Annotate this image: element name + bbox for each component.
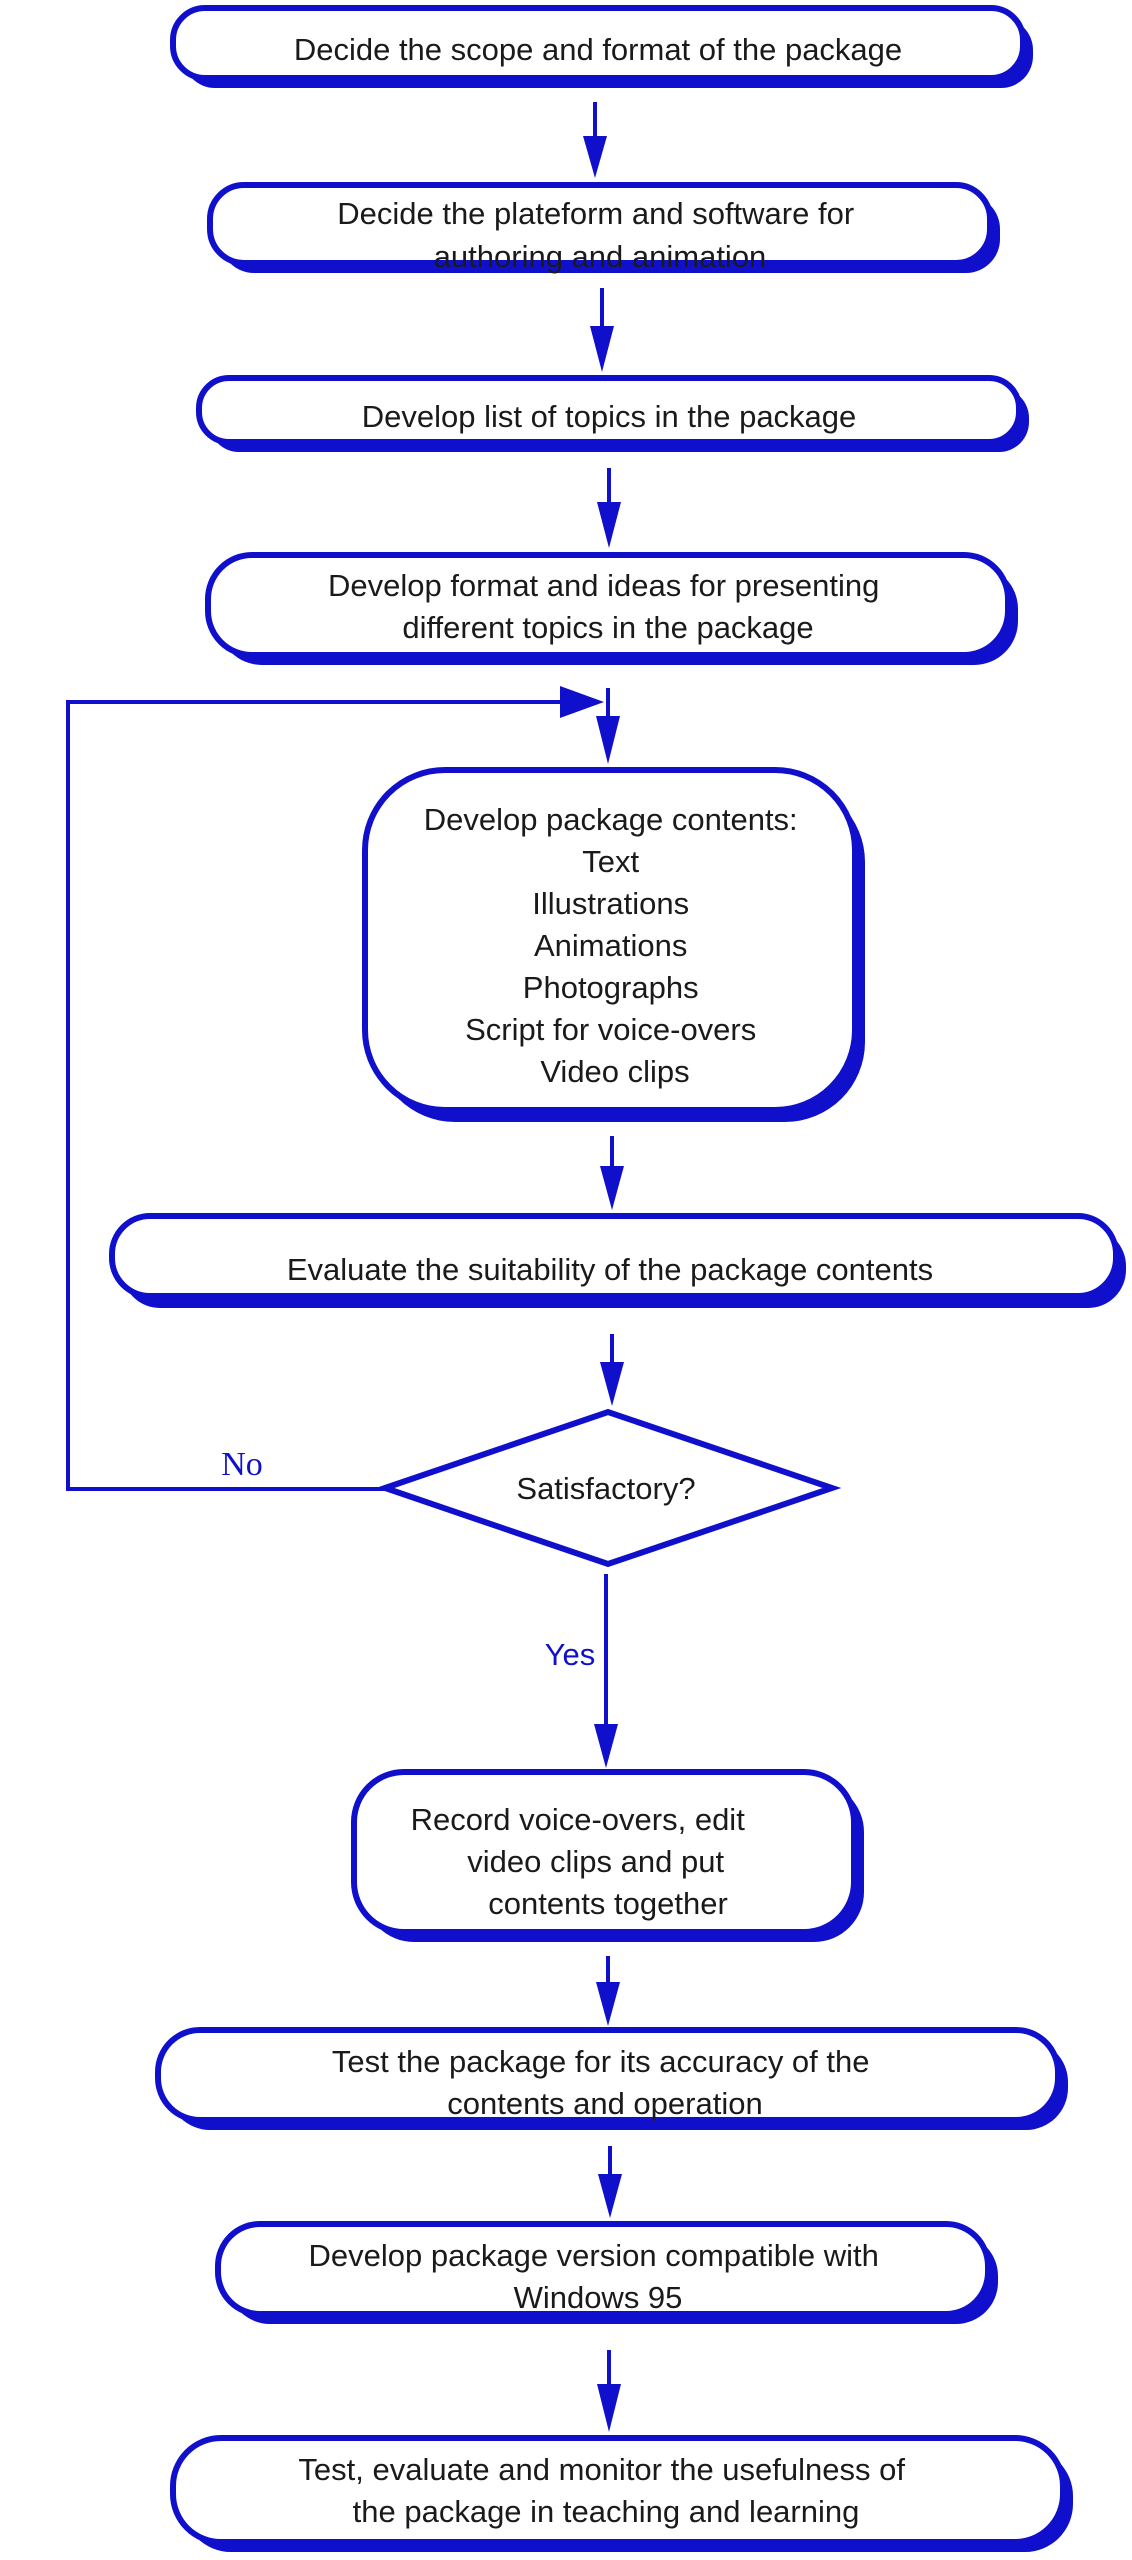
step-decide-scope: Decide the scope and format of the packa… (170, 5, 1033, 88)
connector-1-2 (583, 102, 607, 178)
edge-label-yes: Yes (545, 1637, 596, 1672)
step-windows-version: Develop package version compatible with … (215, 2221, 998, 2324)
connector-7-8 (596, 1956, 620, 2026)
connector-decision-7-yes (594, 1574, 618, 1768)
step-format-ideas: Develop format and ideas for presenting … (205, 552, 1018, 665)
step-test-accuracy: Test the package for its accuracy of the… (155, 2027, 1068, 2130)
connector-8-9 (598, 2146, 622, 2218)
connector-decision-no-loop (66, 686, 604, 1491)
step-label: Test, evaluate and monitor the usefulnes… (298, 2452, 913, 2529)
step-label: Test the package for its accuracy of the… (332, 2044, 878, 2121)
step-label: Decide the scope and format of the packa… (294, 32, 902, 67)
step-label: Develop package contents: Text Illustrat… (424, 802, 807, 1089)
step-label: Develop format and ideas for presenting … (328, 568, 888, 645)
connector-3-4 (597, 468, 621, 548)
connector-9-10 (597, 2350, 621, 2432)
step-topics-list: Develop list of topics in the package (196, 375, 1029, 452)
connector-5-6 (600, 1136, 624, 1210)
connector-4-5 (596, 688, 620, 764)
step-package-contents: Develop package contents: Text Illustrat… (362, 767, 865, 1122)
step-record-voiceovers: Record voice-overs, edit video clips and… (351, 1769, 864, 1942)
decision-satisfactory: Satisfactory? (375, 1408, 842, 1568)
step-label: Record voice-overs, edit video clips and… (411, 1802, 754, 1921)
connector-6-decision (600, 1334, 624, 1406)
step-test-evaluate-monitor: Test, evaluate and monitor the usefulnes… (170, 2435, 1073, 2552)
step-label: Develop package version compatible with … (309, 2238, 888, 2315)
edge-label-no: No (221, 1446, 263, 1483)
step-label: Develop list of topics in the package (362, 399, 857, 434)
step-label: Decide the plateform and software for au… (337, 196, 863, 274)
connector-2-3 (590, 288, 614, 372)
step-evaluate-suitability: Evaluate the suitability of the package … (109, 1213, 1126, 1308)
step-label: Evaluate the suitability of the package … (287, 1252, 933, 1287)
decision-label: Satisfactory? (516, 1471, 695, 1506)
step-decide-platform: Decide the plateform and software for au… (207, 182, 1000, 274)
